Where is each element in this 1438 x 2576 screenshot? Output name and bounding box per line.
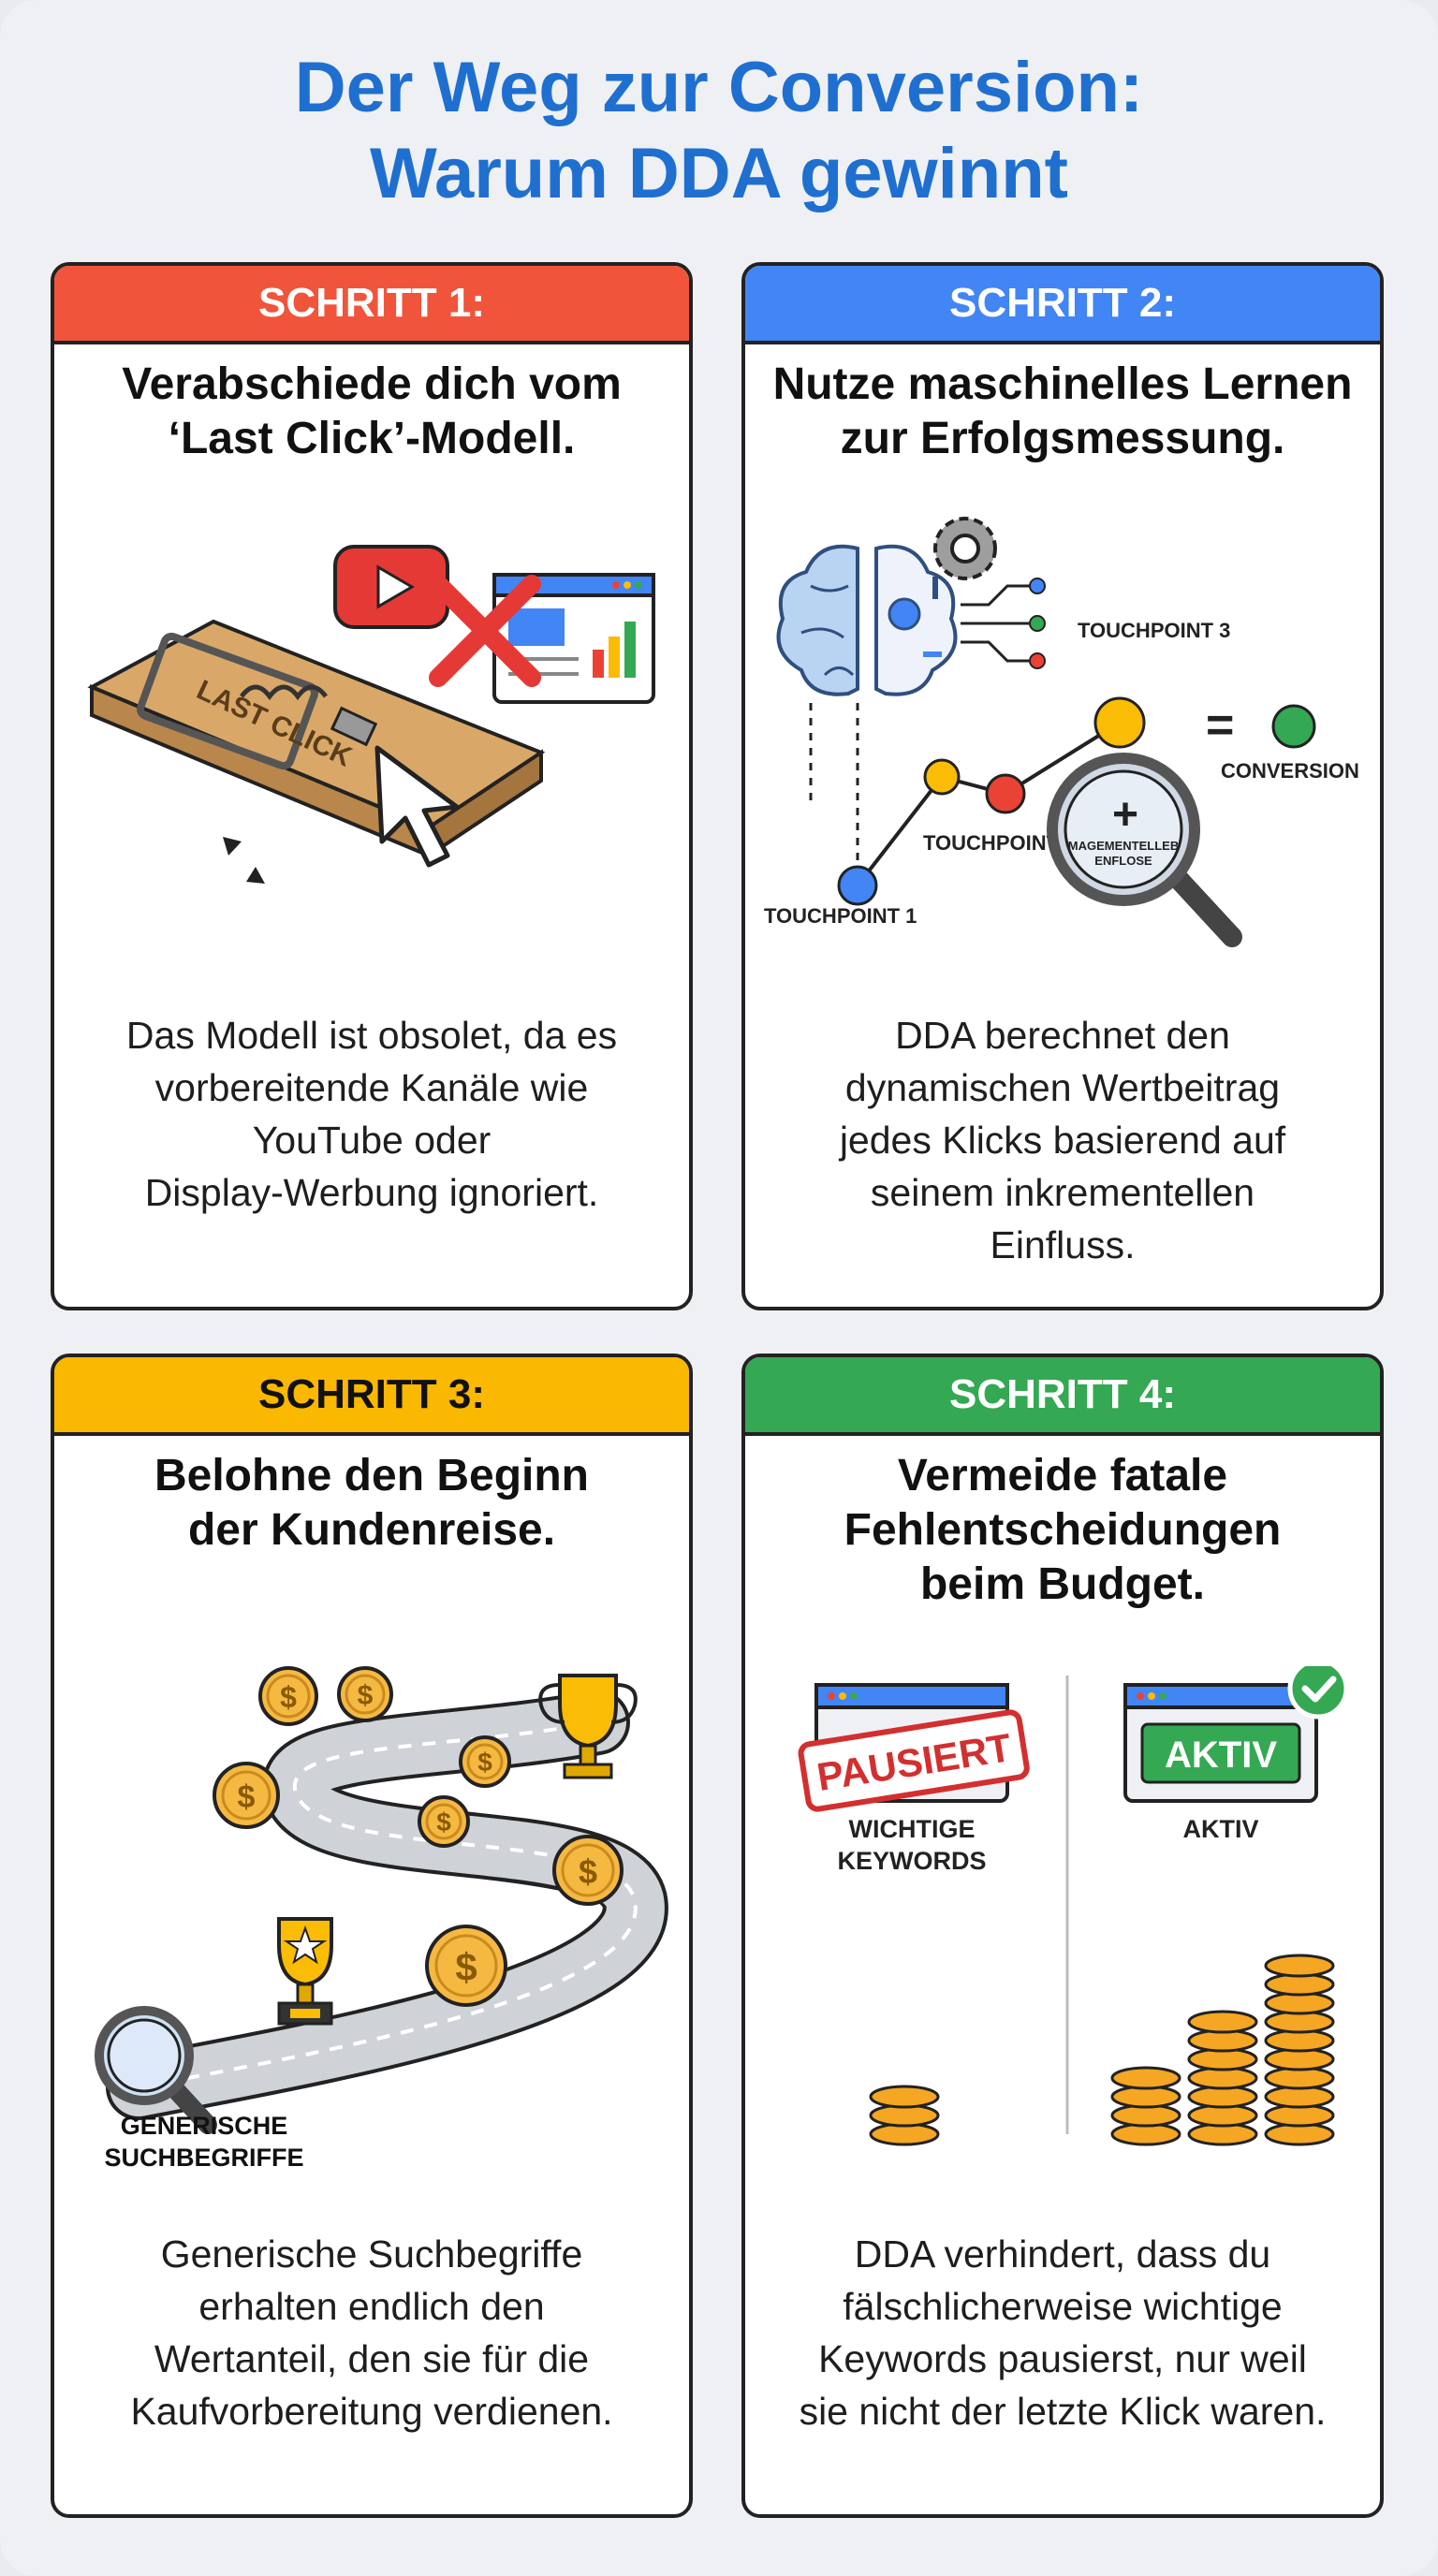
coin — [1110, 2066, 1181, 2090]
important-keywords-label-1: WICHTIGE — [849, 1815, 976, 1843]
circuit-lines — [961, 584, 1035, 663]
coin — [1264, 1954, 1335, 1978]
step-3-description-line-4: Kaufvorbereitung verdienen. — [130, 2390, 613, 2433]
step-4-description-line-4: sie nicht der letzte Klick waren. — [799, 2390, 1327, 2433]
touchpoint-2a-dot — [923, 758, 961, 796]
active-window-icon: AKTIV — [1123, 1683, 1318, 1803]
step-2-title-line-1: Nutze maschinelles Lernen — [772, 359, 1353, 409]
step-2-title-line-2: zur Erfolgsmessung. — [840, 414, 1285, 463]
important-keywords-label-2: KEYWORDS — [837, 1847, 986, 1875]
step-4-header: SCHRITT 4: — [745, 1357, 1380, 1436]
step-2-description-line-4: seinem inkrementellen — [870, 1171, 1255, 1214]
step-3-title-line-1: Belohne den Beginn — [154, 1451, 589, 1500]
step-4-description: DDA verhindert, dass du fälschlicherweis… — [773, 2228, 1352, 2437]
lens-text-1: MAGEMENTELLEB — [1068, 839, 1179, 853]
step-2-description-line-3: jedes Klicks basierend auf — [839, 1119, 1286, 1162]
active-badge-text: AKTIV — [1165, 1734, 1277, 1776]
step-4-title: Vermeide fatale Fehlentscheidungen beim … — [745, 1449, 1380, 1612]
step-1-header: SCHRITT 1: — [54, 266, 689, 344]
cross-icon — [429, 575, 541, 687]
step-2-card: SCHRITT 2: Nutze maschinelles Lernen zur… — [741, 262, 1384, 1310]
step-3-description: Generische Suchbegriffe erhalten endlich… — [82, 2228, 661, 2437]
youtube-icon — [333, 545, 449, 629]
step-3-description-line-3: Wertanteil, den sie für die — [154, 2337, 590, 2380]
step-2-header: SCHRITT 2: — [745, 266, 1380, 344]
step-2-description-line-2: dynamischen Wertbeitrag — [844, 1066, 1281, 1109]
coin-stack-icon — [869, 1954, 1335, 2146]
touchpoint-2-dot — [985, 773, 1026, 814]
step-1-description: Das Modell ist obsolet, da es vorbereite… — [82, 1009, 661, 1219]
step-1-card: SCHRITT 1: Verabschiede dich vom ‘Last C… — [51, 262, 693, 1310]
small-trophy-icon — [277, 1917, 333, 2026]
coin — [869, 2085, 940, 2109]
gear-icon — [933, 517, 997, 580]
step-4-description-line-3: Keywords pausierst, nur weil — [818, 2337, 1307, 2380]
page-title-line-2: Warum DDA gewinnt — [370, 134, 1068, 213]
coin-icon: $ $ $ $ $ $ $ — [213, 1666, 624, 2007]
step-1-title: Verabschiede dich vom ‘Last Click’-Model… — [54, 358, 689, 466]
brain-icon — [776, 544, 958, 696]
mousetrap-icon: LAST CLICK — [87, 619, 546, 884]
active-label: AKTIV — [1183, 1815, 1259, 1843]
coin-symbol: $ — [238, 1779, 256, 1815]
step-2-description-line-5: Einfluss. — [990, 1223, 1136, 1266]
stamp-icon: PAUSIERT — [798, 1709, 1030, 1812]
conversion-dot — [1271, 704, 1316, 749]
step-1-title-line-1: Verabschiede dich vom — [122, 359, 622, 409]
step-3-card: SCHRITT 3: Belohne den Beginn der Kunden… — [51, 1354, 693, 2518]
page-title-line-1: Der Weg zur Conversion: — [294, 48, 1144, 127]
conversion-label: CONVERSION — [1221, 759, 1359, 783]
coin-symbol: $ — [455, 1945, 477, 1989]
coin-symbol: $ — [280, 1680, 297, 1714]
touchpoint-3-label: TOUCHPOINT 3 — [1078, 619, 1230, 642]
coin-symbol: $ — [477, 1748, 492, 1777]
step-2-title: Nutze maschinelles Lernen zur Erfolgsmes… — [745, 358, 1380, 466]
step-1-description-line-1: Das Modell ist obsolet, da es — [125, 1014, 618, 1057]
touchpoint-3-dot — [1093, 696, 1146, 749]
lens-plus: + — [1112, 790, 1138, 840]
generic-terms-label-line-2: SUCHBEGRIFFE — [104, 2144, 304, 2172]
step-4-illustration: PAUSIERT WICHTIGE KEYWORDS AKTIV AKTIV — [798, 1666, 1349, 2146]
step-4-title-line-2: Fehlentscheidungen — [844, 1505, 1282, 1555]
step-3-description-line-1: Generische Suchbegriffe — [160, 2232, 583, 2276]
step-3-title: Belohne den Beginn der Kundenreise. — [54, 1449, 689, 1558]
coin-symbol: $ — [436, 1808, 451, 1837]
step-3-header: SCHRITT 3: — [54, 1357, 689, 1436]
step-2-description-line-1: DDA berechnet den — [895, 1014, 1230, 1057]
step-4-title-line-3: beim Budget. — [919, 1559, 1205, 1609]
coin — [1187, 2010, 1258, 2034]
step-1-description-line-4: Display-Werbung ignoriert. — [144, 1171, 599, 1214]
coin-symbol: $ — [358, 1680, 374, 1711]
step-1-illustration: LAST CLICK — [87, 545, 655, 884]
generic-terms-label: GENERISCHE SUCHBEGRIFFE — [92, 2110, 316, 2174]
cursor-icon — [374, 745, 460, 868]
step-2-description: DDA berechnet den dynamischen Wertbeitra… — [773, 1009, 1352, 1271]
step-2-illustration: TOUCHPOINT 3 TOUCHPOINT 1 TOUCHPOINT 2 =… — [764, 517, 1359, 947]
step-4-card: SCHRITT 4: Vermeide fatale Fehlentscheid… — [741, 1354, 1384, 2518]
lens-text-2: ENFLOSE — [1094, 854, 1152, 868]
step-3-description-line-2: erhalten endlich den — [198, 2285, 545, 2328]
touchpoint-1-label: TOUCHPOINT 1 — [764, 904, 917, 928]
road-icon — [106, 1690, 668, 2120]
touchpoint-1-dot — [837, 865, 878, 906]
magnifier-icon — [95, 2006, 217, 2134]
equals-sign: = — [1206, 698, 1234, 753]
checkmark-icon — [1287, 1666, 1349, 1720]
step-4-description-line-2: fälschlicherweise wichtige — [843, 2285, 1283, 2328]
step-1-description-line-2: vorbereitende Kanäle wie — [154, 1066, 589, 1109]
generic-terms-label-line-1: GENERISCHE — [120, 2112, 288, 2140]
page-title: Der Weg zur Conversion: Warum DDA gewinn… — [0, 45, 1438, 217]
step-4-description-line-1: DDA verhindert, dass du — [854, 2232, 1271, 2276]
coin-symbol: $ — [579, 1852, 597, 1891]
step-3-title-line-2: der Kundenreise. — [187, 1505, 556, 1555]
step-4-title-line-1: Vermeide fatale — [897, 1451, 1228, 1500]
step-1-description-line-3: YouTube oder — [252, 1119, 492, 1162]
trophy-icon — [538, 1674, 638, 1779]
step-1-title-line-2: ‘Last Click’-Modell. — [168, 414, 576, 463]
magnifier-icon: + MAGEMENTELLEB ENFLOSE — [1047, 753, 1242, 947]
step-3-illustration: $ $ $ $ $ $ $ — [95, 1666, 668, 2134]
